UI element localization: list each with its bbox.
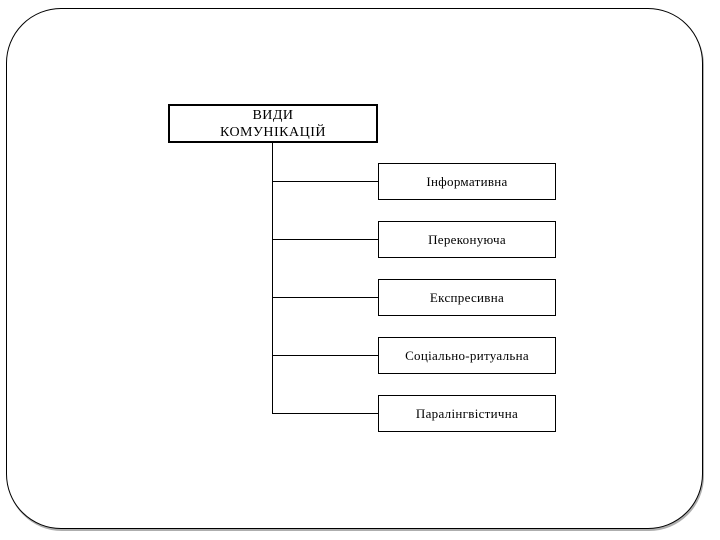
child-box-label: Паралінгвістична xyxy=(415,405,519,421)
connector-branch-informative xyxy=(272,181,378,182)
child-box-persuasive: Переконуюча xyxy=(378,221,556,258)
child-box-label: Переконуюча xyxy=(428,231,506,247)
slide-rounded-frame xyxy=(6,8,703,529)
connector-branch-expressive xyxy=(272,297,378,298)
child-box-label: Експресивна xyxy=(429,289,505,305)
child-box-label: Соціально-ритуальна xyxy=(405,347,529,363)
root-box-types-of-communications: ВИДИ КОМУНІКАЦІЙ xyxy=(168,104,378,143)
child-box-social-ritual: Соціально-ритуальна xyxy=(378,337,556,374)
child-box-informative: Інформативна xyxy=(378,163,556,200)
connector-branch-paralinguistic xyxy=(272,413,378,414)
connector-branch-social-ritual xyxy=(272,355,378,356)
root-box-label-line2: КОМУНІКАЦІЙ xyxy=(219,124,327,140)
child-box-expressive: Експресивна xyxy=(378,279,556,316)
root-box-label-line1: ВИДИ xyxy=(252,107,294,123)
child-box-label: Інформативна xyxy=(426,173,508,189)
child-box-paralinguistic: Паралінгвістична xyxy=(378,395,556,432)
connector-trunk-line xyxy=(272,143,273,414)
connector-branch-persuasive xyxy=(272,239,378,240)
